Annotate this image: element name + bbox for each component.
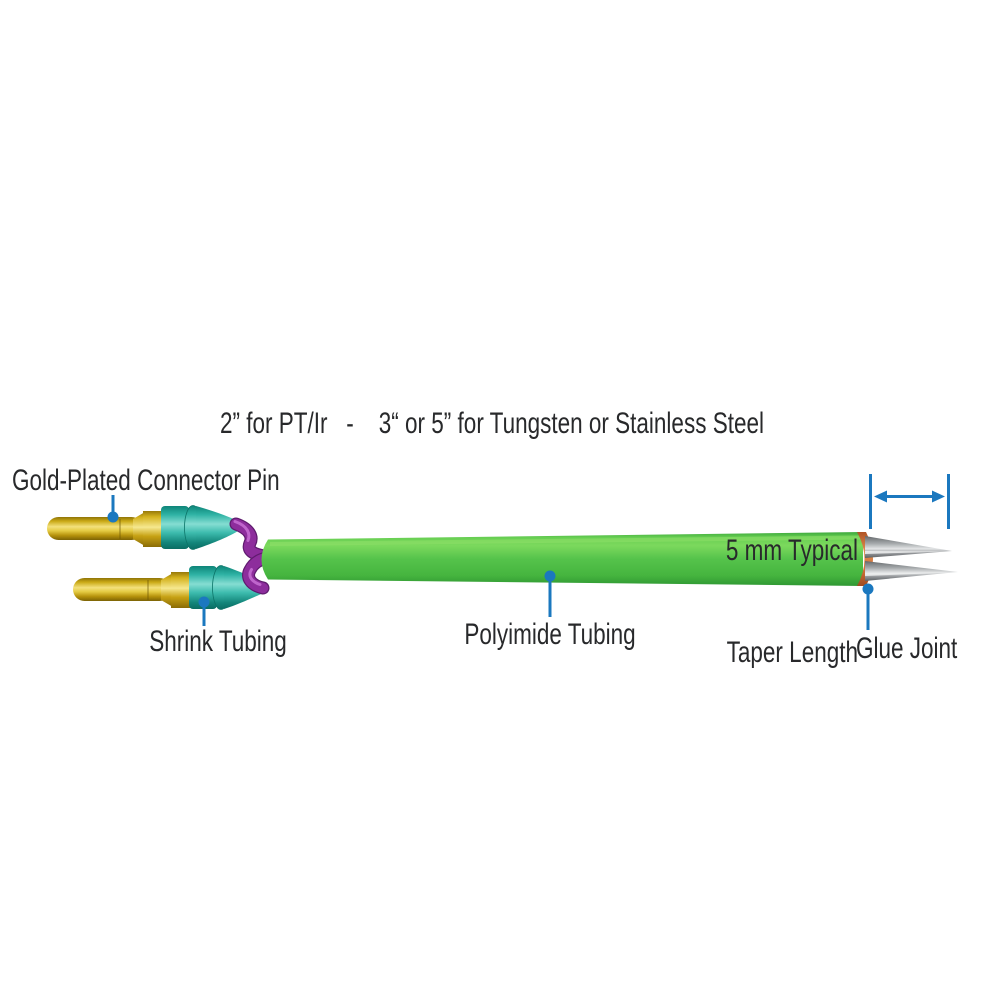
connector-pin-top: [47, 505, 239, 550]
leader-dot-icon: [198, 596, 210, 608]
gold-taper-bottom: [161, 573, 173, 607]
spec-text: 2” for PT/Ir - 3“ or 5” for Tungsten or …: [220, 407, 764, 440]
leader-polyimide: [544, 570, 556, 617]
leader-gold-pin: [107, 495, 119, 523]
lead-wire-top: [229, 517, 271, 563]
connector-pin-bottom: [73, 565, 266, 610]
arrowhead-right-icon: [932, 490, 945, 503]
taper-dimension: [869, 474, 950, 529]
taper-length-line2: Taper Length: [726, 636, 858, 669]
leader-dot-icon: [544, 570, 556, 582]
shrink-sleeve-bottom: [189, 566, 217, 609]
leader-dot-icon: [862, 583, 874, 595]
leader-dot-icon: [107, 511, 119, 523]
taper-length-label: 5 mm Typical Taper Length: [708, 466, 858, 738]
gold-pin-label: Gold-Plated Connector Pin: [12, 464, 280, 497]
gold-collar-top: [143, 511, 163, 547]
shrink-tubing-label: Shrink Tubing: [149, 625, 287, 658]
leader-glue-joint: [862, 583, 874, 630]
arrowhead-left-icon: [874, 490, 887, 503]
shrink-cone-bottom: [224, 566, 266, 609]
gold-rod-top: [47, 517, 143, 540]
shrink-sleeve-top: [161, 506, 189, 549]
gold-collar-bottom: [171, 572, 191, 608]
polyimide-tube: [261, 532, 863, 586]
glue-joint-label: Glue Joint: [856, 632, 958, 665]
electrode-tip-top: [865, 536, 952, 558]
gold-rod-bottom: [73, 578, 171, 601]
electrode-tip-bottom: [865, 561, 958, 581]
shrink-cone-top: [196, 506, 239, 549]
gold-taper-top: [133, 512, 145, 546]
polyimide-label: Polyimide Tubing: [464, 618, 636, 651]
tube-highlight: [269, 535, 861, 546]
taper-length-line1: 5 mm Typical: [725, 534, 858, 567]
lead-wire-bottom: [242, 551, 273, 595]
leader-shrink-tubing: [198, 596, 210, 626]
